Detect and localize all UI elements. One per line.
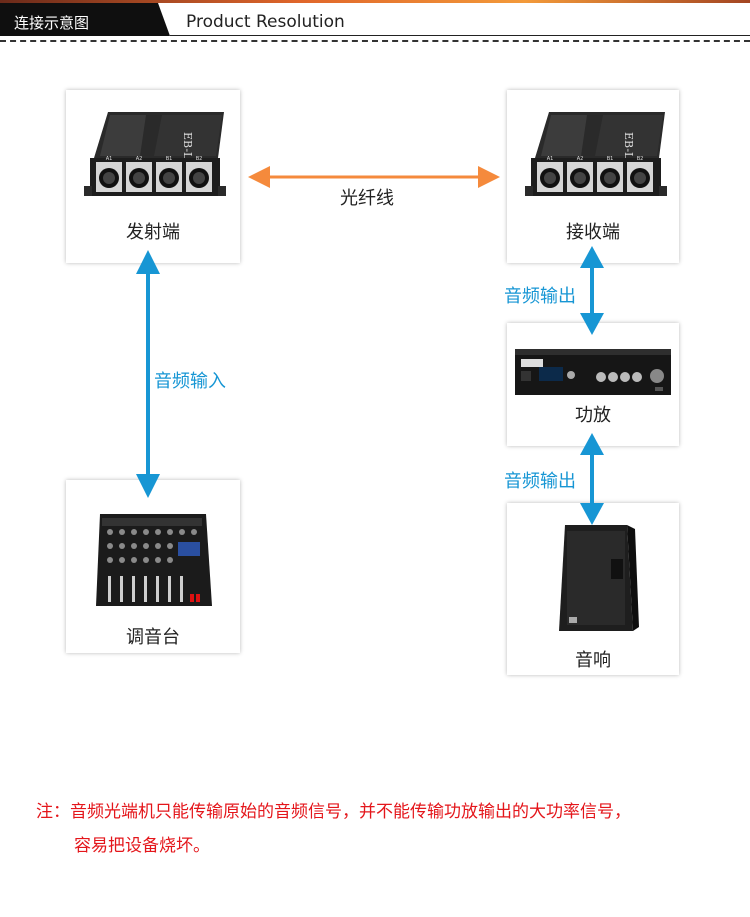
receiver-xlr-ports [537, 162, 653, 192]
node-amplifier: 功放 [507, 323, 679, 446]
header-tab-title: 连接示意图 [14, 14, 90, 32]
header-underline [170, 35, 750, 36]
mixer-device-image [96, 514, 212, 606]
section-header: 连接示意图 Product Resolution [0, 0, 750, 44]
amplifier-label: 功放 [575, 405, 611, 426]
receiver-label: 接收端 [566, 222, 620, 243]
transmitter-label: 发射端 [126, 222, 180, 243]
receiver-port-label: B2 [637, 156, 644, 162]
audio-output-label-1: 音频输出 [504, 286, 576, 307]
transmitter-port-label: B1 [166, 156, 173, 162]
transmitter-port-label: B2 [196, 156, 203, 162]
header-tab: 连接示意图 [0, 3, 170, 36]
header-dashed-divider [0, 40, 750, 42]
fiber-label: 光纤线 [340, 188, 394, 209]
speaker-device-image [559, 525, 639, 631]
audio-output-label-2: 音频输出 [504, 471, 576, 492]
transmitter-port-label: A1 [106, 156, 113, 162]
receiver-port-label: A2 [577, 156, 584, 162]
speaker-label: 音响 [575, 650, 611, 671]
mixer-label: 调音台 [126, 627, 180, 648]
audio-input-label: 音频输入 [154, 371, 226, 392]
transmitter-port-label: A2 [136, 156, 143, 162]
receiver-port-label: B1 [607, 156, 614, 162]
receiver-port-label: A1 [547, 156, 554, 162]
warning-note-line2: 容易把设备烧坏。 [74, 836, 210, 856]
header-subtitle: Product Resolution [186, 12, 345, 32]
warning-note-line1: 注：音频光端机只能传输原始的音频信号，并不能传输功放输出的大功率信号， [36, 802, 631, 822]
amplifier-device-image [515, 349, 671, 395]
node-mixer: 调音台 [66, 480, 240, 653]
header-stripe [0, 0, 750, 3]
transmitter-xlr-ports [96, 162, 212, 192]
node-speaker: 音响 [507, 503, 679, 675]
warning-note: 注：音频光端机只能传输原始的音频信号，并不能传输功放输出的大功率信号， 容易把设… [36, 795, 631, 863]
